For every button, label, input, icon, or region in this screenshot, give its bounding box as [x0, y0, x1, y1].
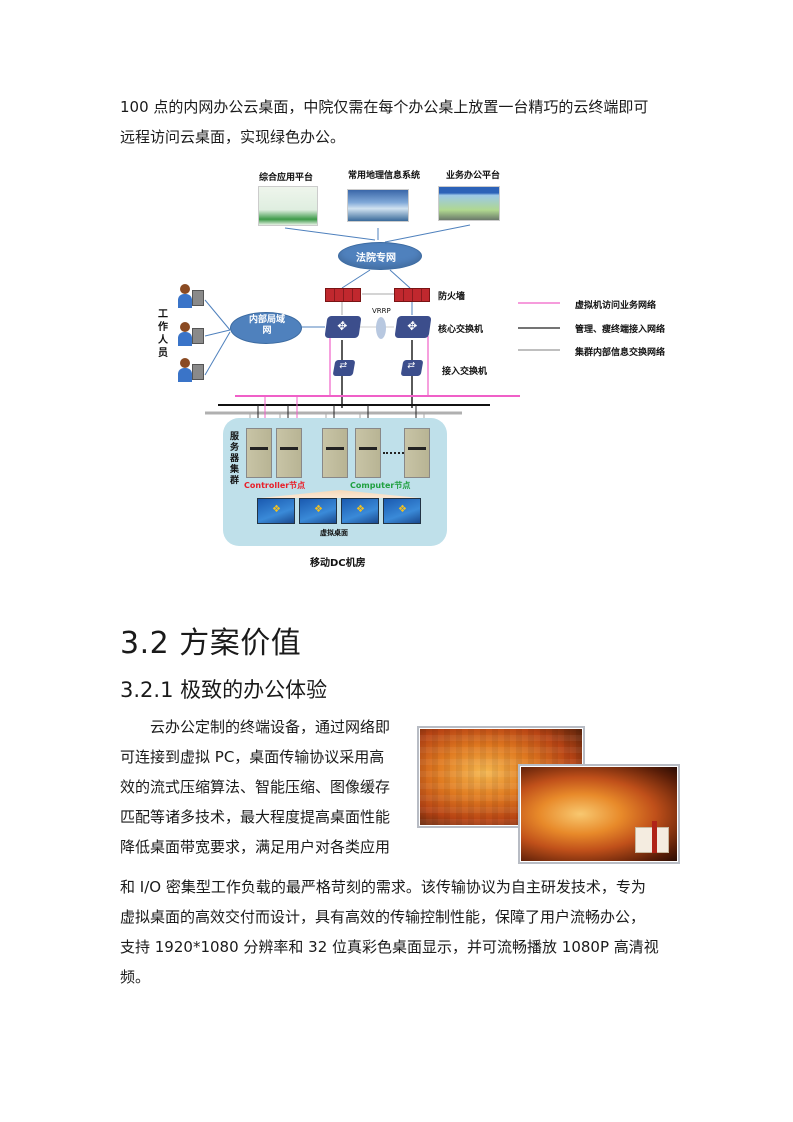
datacenter-label: 移动DC机房: [310, 558, 366, 569]
hd-drink-image: [518, 764, 680, 864]
desktop-fan-shape: [260, 490, 420, 498]
access-switch-label: 接入交换机: [442, 367, 488, 377]
staff-user-icon: [178, 284, 206, 314]
office-platform-screenshot-icon: [438, 186, 500, 221]
body-line: 可连接到虚拟 PC，桌面传输协议采用高: [120, 748, 385, 766]
system-label-office-platform: 业务办公平台: [446, 171, 501, 181]
legend-label-cluster-internal: 集群内部信息交换网络: [575, 348, 666, 358]
court-network-cloud: [338, 242, 422, 270]
court-network-label: 法院专网: [356, 253, 396, 264]
core-switch-icon: ✥: [394, 316, 432, 338]
system-label-gis: 常用地理信息系统: [348, 171, 421, 181]
intro-line-1: 100 点的内网办公云桌面，中院仅需在每个办公桌上放置一台精巧的云终端即可: [120, 98, 649, 116]
server-icon: [246, 428, 272, 478]
controller-node-label: Controller节点: [244, 481, 306, 490]
virtual-desktop-label: 虚拟桌面: [320, 529, 348, 537]
body-line: 和 I/O 密集型工作负载的最严格苛刻的需求。该传输协议为自主研发技术，专为: [120, 878, 646, 896]
body-line: 虚拟桌面的高效交付而设计，具有高效的传输控制性能，保障了用户流畅办公，: [120, 908, 646, 926]
intro-paragraph: 100 点的内网办公云桌面，中院仅需在每个办公桌上放置一台精巧的云终端即可 远程…: [120, 92, 680, 152]
core-switch-icon: ✥: [324, 316, 362, 338]
body-paragraph-full: 和 I/O 密集型工作负载的最严格苛刻的需求。该传输协议为自主研发技术，专为 虚…: [120, 872, 680, 992]
staff-user-icon: [178, 358, 206, 388]
firewall-icon: [394, 288, 430, 302]
virtual-desktop-icon: ❖: [257, 498, 295, 524]
subsection-heading: 3.2.1 极致的办公体验: [120, 678, 328, 702]
server-icon: [322, 428, 348, 478]
vrrp-label: VRRP: [372, 307, 391, 315]
body-line: 云办公定制的终端设备，通过网络即: [120, 718, 391, 736]
legend-label-vm-business: 虚拟机访问业务网络: [575, 301, 657, 311]
firewall-label: 防火墙: [438, 292, 466, 302]
server-ellipsis: [383, 452, 407, 454]
staff-user-icon: [178, 322, 206, 352]
computer-node-label: Computer节点: [350, 481, 411, 490]
gis-screenshot-icon: [347, 189, 409, 222]
access-switch-icon: ⇄: [332, 360, 356, 376]
virtual-desktop-icon: ❖: [341, 498, 379, 524]
system-label-app-platform: 综合应用平台: [259, 173, 314, 183]
virtual-desktop-icon: ❖: [383, 498, 421, 524]
firewall-icon: [325, 288, 361, 302]
access-switch-icon: ⇄: [400, 360, 424, 376]
server-cluster-label: 服务器集群: [230, 432, 240, 486]
staff-label: 工作人员: [158, 309, 168, 359]
pixelated-drink-image: [417, 726, 585, 828]
body-line: 降低桌面带宽要求，满足用户对各类应用: [120, 838, 391, 856]
legend-label-management: 管理、瘦终端接入网络: [575, 325, 666, 335]
body-line: 支持 1920*1080 分辨率和 32 位真彩色桌面显示，并可流畅播放 108…: [120, 938, 659, 956]
body-line: 效的流式压缩算法、智能压缩、图像缓存: [120, 778, 391, 796]
server-icon: [276, 428, 302, 478]
vrrp-ellipse: [376, 317, 386, 339]
body-line: 频。: [120, 968, 151, 986]
server-icon: [404, 428, 430, 478]
network-diagram: 综合应用平台 常用地理信息系统 业务办公平台 法院专网 防火墙 VRRP ✥ ✥…: [150, 160, 690, 580]
intro-line-2: 远程访问云桌面，实现绿色办公。: [120, 128, 346, 146]
lan-cloud: [230, 312, 302, 344]
app-platform-screenshot-icon: [258, 186, 318, 226]
virtual-desktop-icon: ❖: [299, 498, 337, 524]
body-line: 匹配等诸多技术，最大程度提高桌面性能: [120, 808, 391, 826]
body-paragraph-wrapped: 云办公定制的终端设备，通过网络即 可连接到虚拟 PC，桌面传输协议采用高 效的流…: [120, 712, 420, 862]
section-heading: 3.2 方案价值: [120, 626, 302, 661]
server-icon: [355, 428, 381, 478]
core-switch-label: 核心交换机: [438, 325, 484, 335]
lan-label: 内部局域网: [248, 315, 285, 336]
